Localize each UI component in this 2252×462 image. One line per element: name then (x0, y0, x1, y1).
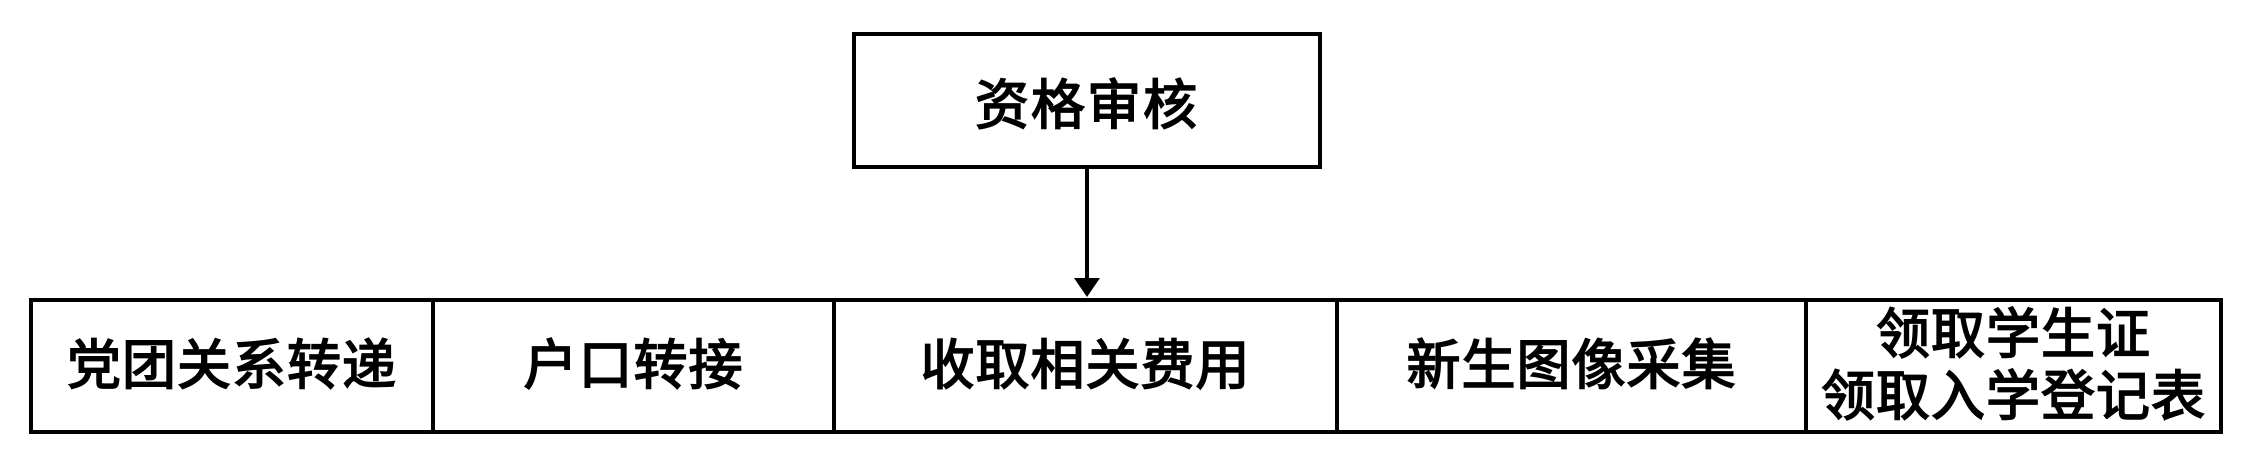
flow-cell-label: 党团关系转递 (67, 336, 397, 396)
arrow-down-head-icon (1074, 278, 1100, 297)
flow-cell-label-line-1: 领取学生证 (1876, 305, 2151, 365)
flow-cell-collect-student-id-and-registration-form: 领取学生证 领取入学登记表 (1808, 302, 2219, 430)
flow-node-qualification-review-label: 资格审核 (975, 76, 1199, 136)
flow-cell-label-line-2: 领取入学登记表 (1821, 367, 2206, 427)
flow-cell-label: 户口转接 (523, 336, 744, 396)
flow-cell-collect-fees: 收取相关费用 (836, 302, 1339, 430)
flow-node-qualification-review: 资格审核 (852, 32, 1322, 169)
flow-cell-household-registration-transfer: 户口转接 (435, 302, 836, 430)
flow-bottom-row: 党团关系转递 户口转接 收取相关费用 新生图像采集 领取学生证 领取入学登记表 (29, 298, 2223, 434)
flow-cell-label: 收取相关费用 (920, 336, 1251, 396)
flow-cell-label: 新生图像采集 (1406, 336, 1737, 396)
flow-cell-new-student-image-capture: 新生图像采集 (1339, 302, 1808, 430)
flow-cell-party-league-relation-transfer: 党团关系转递 (33, 302, 435, 430)
arrow-down-shaft (1085, 169, 1089, 280)
